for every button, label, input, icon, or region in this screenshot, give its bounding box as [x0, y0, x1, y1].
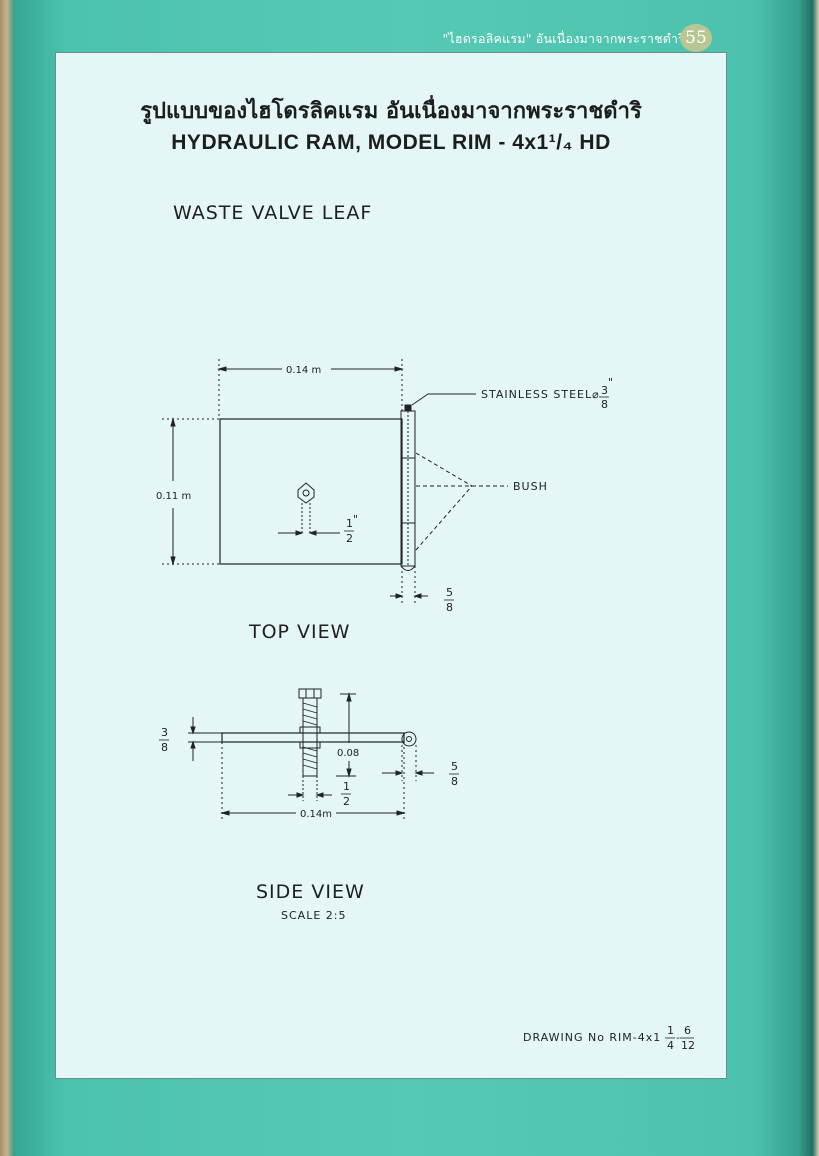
- side-view-bolt-head: [298, 688, 322, 699]
- top-hinge-dim-num: 5: [446, 586, 453, 599]
- drawing-number-dash: -: [676, 1031, 680, 1044]
- side-thickness-num: 3: [161, 726, 168, 739]
- drawing-number-f1-den: 4: [667, 1039, 674, 1052]
- top-bolt-dim-den: 2: [346, 532, 353, 545]
- drawing-number-f2-num: 6: [684, 1024, 691, 1037]
- side-view-plate: [221, 732, 405, 743]
- scale-label: SCALE 2:5: [281, 909, 346, 922]
- top-bolt-dim-mark: ": [353, 513, 358, 526]
- thai-title: รูปแบบของไฮโดรลิคแรม อันเนื่องมาจากพระรา…: [140, 99, 642, 124]
- side-view-nut-lower: [299, 741, 321, 749]
- side-view-nut-upper: [299, 726, 321, 734]
- side-hinge-den: 8: [451, 775, 458, 788]
- top-view-plate: [219, 418, 403, 565]
- side-view-hinge-eye: [401, 731, 417, 747]
- stainless-steel-callout: STAINLESS STEEL⌀: [481, 388, 600, 401]
- book-spine-edge: [0, 0, 14, 1156]
- top-height-dim: 0.11 m: [156, 491, 191, 502]
- side-bolt-height-dim: 0.08: [337, 748, 359, 759]
- english-title: HYDRAULIC RAM, MODEL RIM - 4x1¹/₄ HD: [171, 131, 611, 154]
- part-name-label: WASTE VALVE LEAF: [173, 202, 372, 224]
- stainless-steel-mark: ": [608, 376, 613, 389]
- side-bolt-dia-den: 2: [343, 795, 350, 808]
- drawing-number-prefix: DRAWING No RIM-4x1: [523, 1031, 661, 1044]
- drawing-sheet: รูปแบบของไฮโดรลิคแรม อันเนื่องมาจากพระรา…: [55, 52, 727, 1079]
- running-header: "ไฮดรอลิคแรม" อันเนื่องมาจากพระราชดำริ: [442, 31, 685, 46]
- drawing-number-f2-den: 12: [681, 1039, 695, 1052]
- top-width-dim: 0.14 m: [286, 365, 321, 376]
- side-thickness-den: 8: [161, 741, 168, 754]
- bush-callout: BUSH: [513, 480, 548, 493]
- page-number-badge: 55: [680, 24, 712, 52]
- side-width-dim: 0.14m: [300, 809, 332, 820]
- drawing-number-f1-num: 1: [667, 1024, 674, 1037]
- page-right-edge: [797, 0, 819, 1156]
- side-hinge-num: 5: [451, 760, 458, 773]
- top-bolt-dim-num: 1: [346, 517, 353, 530]
- stainless-steel-den: 8: [601, 398, 608, 411]
- side-bolt-dia-num: 1: [343, 780, 350, 793]
- top-view-bolt-hex: [297, 482, 315, 504]
- side-view-label: SIDE VIEW: [256, 881, 365, 903]
- top-hinge-dim-den: 8: [446, 601, 453, 614]
- top-view-label: TOP VIEW: [248, 621, 350, 643]
- technical-drawing: WASTE VALVE LEAF 0.14 m 0.11 m 1 " 2 5 8…: [156, 202, 695, 1052]
- stainless-steel-num: 3: [601, 384, 608, 397]
